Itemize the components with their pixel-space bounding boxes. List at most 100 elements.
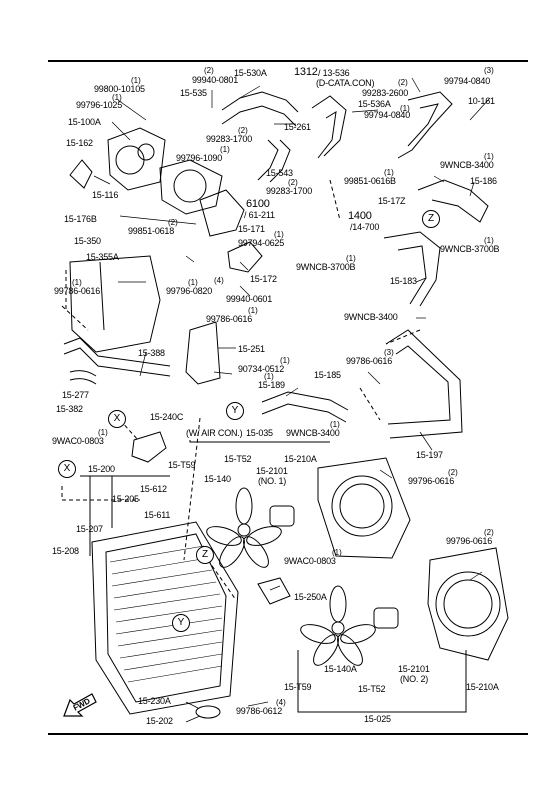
part-label: 15-2101 [256,466,288,476]
part-label: 15-207 [76,524,103,534]
part-label: 15-100A [68,117,101,127]
qty: (1) [400,104,410,113]
part-label: 15-176B [64,214,97,224]
qty: (4) [276,698,286,707]
part-label: 9WNCB-3400 [440,160,494,170]
part-label: 99851-0616B [344,176,396,186]
part-label: 99786-0616 [346,356,393,366]
top-rule [48,60,528,62]
part-label: 15-277 [62,390,89,400]
qty: (1) [188,278,198,287]
part-label: 15-140 [204,474,231,484]
part-label: 99794-0840 [444,76,491,86]
part-label: 99283-1700 [266,186,313,196]
part-label: 15-261 [284,122,311,132]
qty: (2) [484,528,494,537]
qty: (1) [274,230,284,239]
qty: (1) [98,428,108,437]
callout-z: Z [422,210,440,228]
qty: (1) [484,152,494,161]
qty: (1) [112,93,122,102]
part-label: 9WNCB-3700B [440,244,500,254]
part-label: 15-612 [140,484,167,494]
part-label: 15-200 [88,464,115,474]
part-label: 10-161 [468,96,495,106]
part-label: 15-171 [238,224,265,234]
part-label: 15-536A [358,99,391,109]
part-label: 15-186 [470,176,497,186]
part-label: (D-CATA.CON) [316,78,375,88]
part-label: 9WNCB-3400 [286,428,340,438]
part-label: 1312 [294,66,318,78]
part-label: 15-197 [416,450,443,460]
part-label: 15-T52 [358,684,386,694]
part-label: 90734-0512 [238,364,285,374]
qty: (1) [248,306,258,315]
part-label: 15-2101 [398,664,430,674]
part-label: 15-543 [266,168,293,178]
part-label: 15-17Z [378,196,406,206]
callout-z: Z [196,546,214,564]
part-label: 15-535 [180,88,207,98]
callout-y: Y [226,402,244,420]
qty: (3) [384,348,394,357]
part-label: 99796-0616 [446,536,493,546]
qty: (2) [204,66,214,75]
part-label: 15-172 [250,274,277,284]
part-label: 9WAC0-0803 [52,436,104,446]
part-label: 99794-0840 [364,110,411,120]
part-label: 99796-0820 [166,286,213,296]
part-label: 99283-2600 [362,88,409,98]
part-label: / 13-536 [318,68,350,78]
part-label: 15-T52 [224,454,252,464]
qty: (1) [384,168,394,177]
part-label: (NO. 2) [400,674,429,684]
part-label: 15-208 [52,546,79,556]
part-label: 6100 [246,198,270,210]
part-label: 15-355A [86,252,119,262]
part-label: 15-205 [112,494,139,504]
part-label: / 61-211 [244,210,275,220]
part-label: 99796-0616 [408,476,455,486]
part-label: (W/ AIR CON.) [186,428,243,438]
part-label: 15-350 [74,236,101,246]
part-label: (NO. 1) [258,476,287,486]
part-label: 15-250A [294,592,327,602]
part-label: 15-530A [234,68,267,78]
part-label: 99786-0616 [206,314,253,324]
qty: (1) [72,278,82,287]
part-label: 99786-0612 [236,706,283,716]
qty: (3) [484,66,494,75]
part-label: 99796-1025 [76,100,123,110]
qty: (1) [280,356,290,365]
part-label: 15-210A [284,454,317,464]
part-label: 99940-0801 [192,75,239,85]
part-label: 99283-1700 [206,134,253,144]
callout-y: Y [172,614,190,632]
bottom-rule [48,733,528,735]
part-label: 15-382 [56,404,83,414]
qty: (2) [448,468,458,477]
part-label: 15-388 [138,348,165,358]
part-label: 15-T59 [168,460,196,470]
part-label: 1400 [348,210,372,222]
qty: (2) [398,78,408,87]
qty: (1) [484,236,494,245]
qty: (1) [330,420,340,429]
part-label: 15-240C [150,412,184,422]
qty: (1) [346,254,356,263]
part-label: 99786-0616 [54,286,101,296]
part-label: 15-035 [246,428,273,438]
qty: (2) [288,178,298,187]
callout-x: X [58,460,76,478]
part-label: /14-700 [350,222,380,232]
part-label: 9WAC0-0803 [284,556,336,566]
qty: (2) [168,218,178,227]
part-label: 99796-1090 [176,153,223,163]
qty: (2) [238,126,248,135]
qty: (1) [220,145,230,154]
part-label: 15-202 [146,716,173,726]
part-label: 15-T59 [284,682,312,692]
qty: (1) [264,372,274,381]
